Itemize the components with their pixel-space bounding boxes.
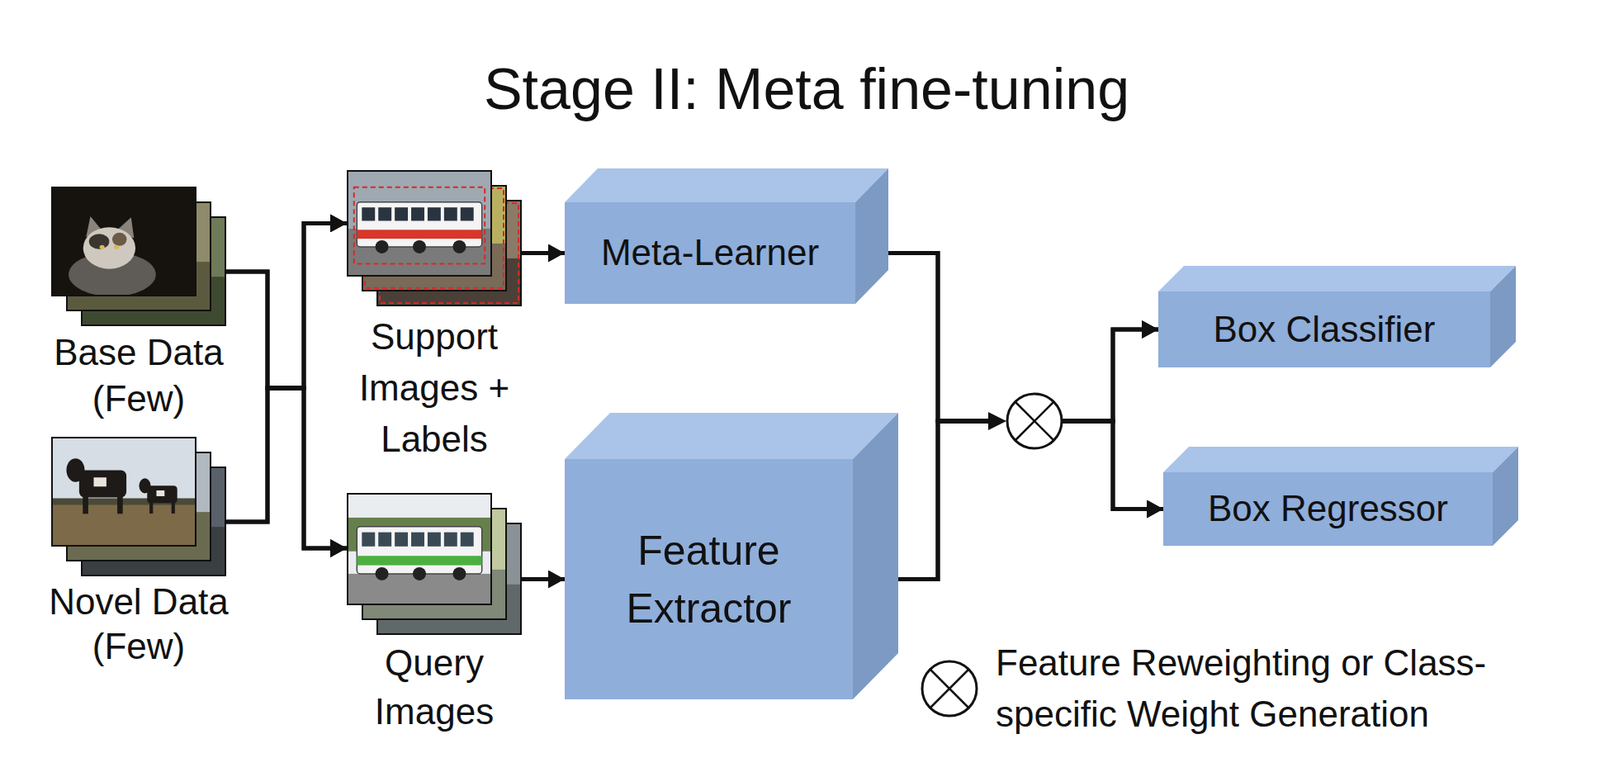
flow-arrow xyxy=(855,253,1164,510)
node-caption: Support Images + Labels xyxy=(351,311,517,465)
box-classifier: Box Classifier xyxy=(1158,291,1491,368)
flow-arrow xyxy=(521,577,565,582)
box-regressor: Box Regressor xyxy=(1163,472,1493,546)
node-caption: Query Images xyxy=(351,638,517,736)
box-label: Box Classifier xyxy=(1213,307,1436,352)
novel-data-images: Novel Data (Few) xyxy=(51,436,227,577)
flow-arrow xyxy=(852,421,1164,580)
flow-arrow xyxy=(226,271,347,549)
box-label: Box Regressor xyxy=(1207,487,1449,531)
diagram-title: Stage II: Meta fine-tuning xyxy=(13,54,1600,124)
caption-group: Novel Data (Few) xyxy=(39,579,238,669)
box-depth-faces xyxy=(564,459,853,700)
arrow-head xyxy=(988,411,1007,431)
photo-stack xyxy=(51,436,227,577)
legend-symbol xyxy=(916,655,983,722)
operator-circle xyxy=(1007,393,1062,449)
flow-arrow xyxy=(521,250,565,256)
photo-stack xyxy=(346,170,522,307)
photo-stack xyxy=(346,492,522,635)
caption-group: Support Images + Labels xyxy=(351,311,517,465)
legend-text: Feature Reweighting or Class-specific We… xyxy=(995,637,1586,740)
legend-entry: Feature Reweighting or Class-specific We… xyxy=(916,655,1591,722)
operator-cross xyxy=(1015,402,1054,441)
caption-group: Query Images xyxy=(351,638,517,736)
meta-learner-box: Meta-Learner xyxy=(564,202,856,304)
flow-arrow xyxy=(226,222,347,389)
photo-stack xyxy=(51,186,227,327)
query-images: Query Images xyxy=(346,492,522,635)
flow-arrow xyxy=(226,222,347,522)
node-caption: Base Data (Few) xyxy=(39,329,238,422)
caption-group: Base Data (Few) xyxy=(39,329,238,422)
flow-arrow xyxy=(226,388,347,549)
node-caption: Novel Data (Few) xyxy=(39,579,238,669)
base-data-images: Base Data (Few) xyxy=(51,186,227,327)
support-images: Support Images + Labels xyxy=(346,170,522,307)
box-label: Feature Extractor xyxy=(581,521,837,638)
feature-extractor-box: Feature Extractor xyxy=(564,459,853,700)
operator-cross xyxy=(1015,402,1054,441)
box-label: Meta-Learner xyxy=(601,231,819,275)
